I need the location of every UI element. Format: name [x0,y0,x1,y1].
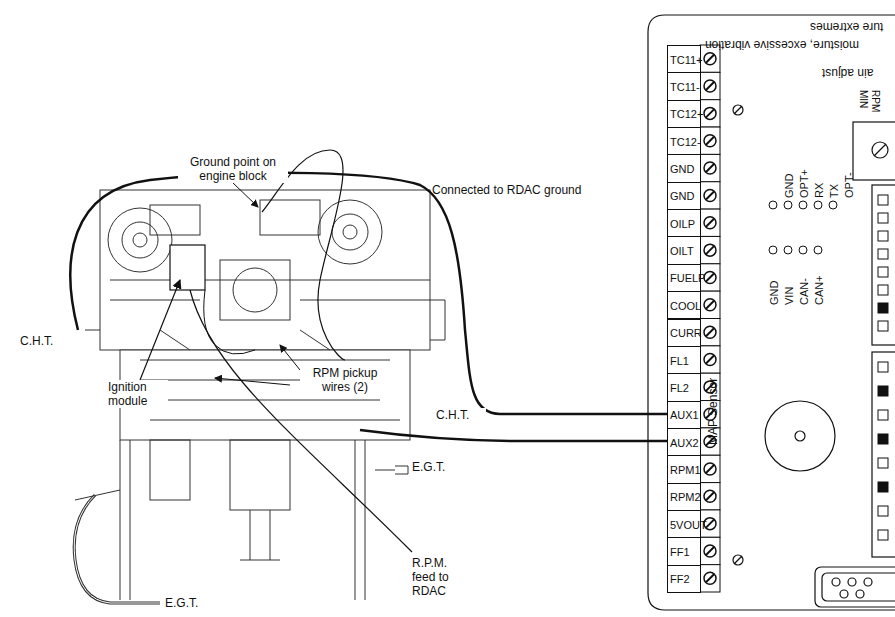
terminal-label: FUELP [667,264,701,292]
connector-pin: RX [812,183,826,198]
pin-name: TC12+ [668,107,700,121]
connector-pin: GND [782,174,796,198]
sensor-label: C.H.T. [20,334,70,348]
connector-pin: OPT+ [797,169,811,198]
pin-name: OILP [668,217,700,231]
mirrored-note: ain adjust [822,66,895,80]
terminal-label: OILT [667,236,701,264]
pin-name: CURR [668,326,700,340]
terminal-label: 5VOUT [667,510,701,538]
pin-name: RPM1 [668,463,700,477]
terminal-label: AUX2 [667,428,701,456]
terminal-label: RPM2 [667,483,701,511]
terminal-label: TC12+ [667,100,701,128]
pin-name: FF2 [668,572,700,586]
pin-name: COOL [668,299,700,313]
callout-label: RPM pickup wires (2) [300,366,390,394]
connector-pin: TX [827,184,841,198]
terminal-label: COOL [667,291,701,319]
terminal-label: GND [667,154,701,182]
pin-name: TC12- [668,135,700,149]
pin-name: FL1 [668,354,700,368]
connector-pin: CAN- [797,278,811,305]
terminal-label: TC11- [667,72,701,100]
part-label: Ignition module [108,380,168,408]
mirrored-note: moisture, excessive vibration [705,38,895,52]
terminal-label: FL2 [667,373,701,401]
pin-name: RPM2 [668,490,700,504]
connector-pin: OPT- [842,172,856,198]
terminal-label: FF1 [667,537,701,565]
pin-name: GND [668,162,700,176]
sensor-label: E.G.T. [412,460,462,474]
terminal-label: FL1 [667,346,701,374]
connector-pin: CAN+ [812,275,826,305]
pin-name: TC11- [668,80,700,94]
pin-name: TC11+ [668,53,700,67]
terminal-label: GND [667,182,701,210]
pot-label: MIN [856,90,870,108]
terminal-label: TC11+ [667,45,701,73]
terminal-label: AUX1 [667,401,701,429]
mirrored-note: ture extremes [810,20,895,34]
pin-name: 5VOUT [668,518,700,532]
terminal-label: OILP [667,209,701,237]
sensor-label: E.G.T. [165,596,215,610]
pin-name: FUELP [668,271,700,285]
pin-name: AUX1 [668,408,700,422]
sensor-label: MAP Sensor [706,378,720,445]
callout-label: Connected to RDAC ground [432,183,602,197]
terminal-label: FF2 [667,565,701,593]
pin-name: FL2 [668,381,700,395]
sensor-label: C.H.T. [436,408,486,422]
terminal-label: TC12- [667,127,701,155]
callout-label: Ground point on engine block [178,155,288,183]
pin-name: OILT [668,244,700,258]
pin-name: GND [668,189,700,203]
terminal-label: RPM1 [667,455,701,483]
callout-label: R.P.M. feed to RDAC [412,556,472,598]
pot-label: RPM [868,90,882,112]
connector-pin: GND [767,281,781,305]
pin-name: AUX2 [668,436,700,450]
pin-name: FF1 [668,545,700,559]
connector-pin: VIN [782,287,796,305]
terminal-label: CURR [667,319,701,347]
